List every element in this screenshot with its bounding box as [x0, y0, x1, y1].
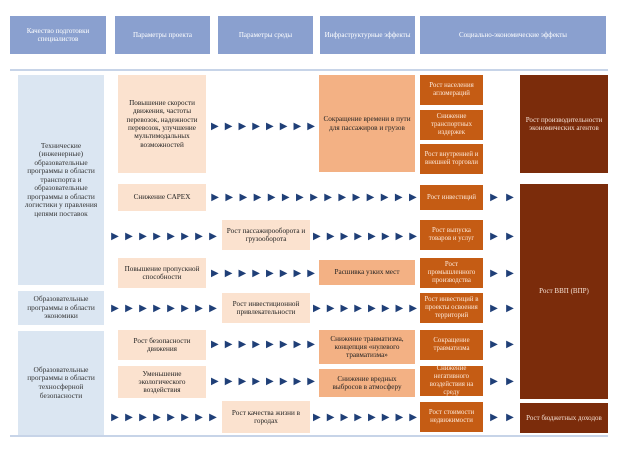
effect-goods-services: Рост выпуска товаров и услуг [420, 220, 483, 250]
arrows-row-8b: ▶▶▶▶▶▶▶▶ [313, 413, 417, 423]
param-capex: Снижение CAPEX [118, 184, 206, 211]
arrows-row-5c: ▶▶ [490, 304, 514, 314]
program-technosphere-safety: Образовательные программы в области техн… [18, 331, 104, 435]
param-safety: Рост безопасности движения [118, 330, 206, 360]
arrows-row-3b: ▶▶▶▶▶▶▶▶ [313, 232, 417, 242]
effect-industrial-production: Рост промышленного производства [420, 258, 483, 288]
effect-territory-investment: Рост инвестиций в проекты освоения терри… [420, 293, 483, 323]
infra-travel-time: Сокращение времени в пути для пассажиров… [319, 75, 415, 172]
param-ecology: Уменьшение экологического воздействия [118, 366, 206, 398]
arrows-row-4a: ▶▶▶▶▶▶▶▶ [211, 269, 315, 279]
header-environment-params: Параметры среды [218, 16, 313, 54]
arrows-row-5b: ▶▶▶▶▶▶▶▶ [313, 304, 417, 314]
effect-injury-decline: Сокращение травматизма [420, 330, 483, 360]
header-infrastructure-effects: Инфраструктурные эффекты [320, 16, 415, 54]
arrows-row-2: ▶▶▶▶▶▶▶▶▶▶▶▶▶▶▶ [211, 193, 417, 203]
arrows-row-4b: ▶▶ [490, 269, 514, 279]
infra-injury-reduction: Снижение травматизма, концепция «нулевог… [319, 330, 415, 364]
effect-population-growth: Рост населения агломераций [420, 75, 483, 105]
infra-bottlenecks: Расшивка узких мест [319, 260, 415, 285]
effect-investment: Рост инвестиций [420, 185, 483, 210]
arrows-row-7a: ▶▶▶▶▶▶▶▶ [211, 377, 315, 387]
effect-transport-costs: Снижение транспортных издержек [420, 110, 483, 140]
final-gdp: Рост ВВП (ВПР) [520, 184, 608, 399]
arrows-row-6a: ▶▶▶▶▶▶▶▶ [211, 340, 315, 350]
env-passenger-freight: Рост пассажирооборота и грузооборота [222, 220, 310, 250]
effect-environment-impact: Снижение негативного воздействия на сред… [420, 365, 483, 396]
arrows-row-1: ▶▶▶▶▶▶▶▶ [211, 122, 315, 132]
effect-trade-growth: Рост внутренней и внешней торговли [420, 144, 483, 174]
env-quality-of-life: Рост качества жизни в городах [222, 401, 310, 433]
param-speed-frequency: Повышение скорости движения, частоты пер… [118, 75, 206, 173]
header-project-params: Параметры проекта [115, 16, 210, 54]
arrows-row-3a: ▶▶▶▶▶▶▶▶ [111, 232, 217, 242]
arrows-row-3c: ▶▶ [490, 232, 514, 242]
arrows-row-6b: ▶▶ [490, 340, 514, 350]
arrows-row-7b: ▶▶ [490, 377, 514, 387]
arrows-row-2b: ▶▶ [490, 193, 514, 203]
program-economics: Образовательные программы в области экон… [18, 291, 104, 325]
infra-emissions: Снижение вредных выбросов в атмосферу [319, 369, 415, 397]
header-socio-economic-effects: Социально-экономические эффекты [420, 16, 606, 54]
arrows-row-8c: ▶▶ [490, 413, 514, 423]
program-transport-logistics: Технические (инженерные) образовательные… [18, 75, 104, 285]
header-specialists: Качество подготовки специалистов [10, 16, 106, 54]
final-budget-revenue: Рост бюджетных доходов [520, 403, 608, 433]
final-productivity: Рост производительности экономических аг… [520, 75, 608, 173]
env-investment-attractiveness: Рост инвестиционной привлекательности [222, 293, 310, 323]
param-capacity: Повышение пропускной способности [118, 258, 206, 288]
effect-real-estate-value: Рост стоимости недвижимости [420, 402, 483, 432]
arrows-row-5a: ▶▶▶▶▶▶▶▶ [111, 304, 217, 314]
arrows-row-8a: ▶▶▶▶▶▶▶▶ [111, 413, 217, 423]
